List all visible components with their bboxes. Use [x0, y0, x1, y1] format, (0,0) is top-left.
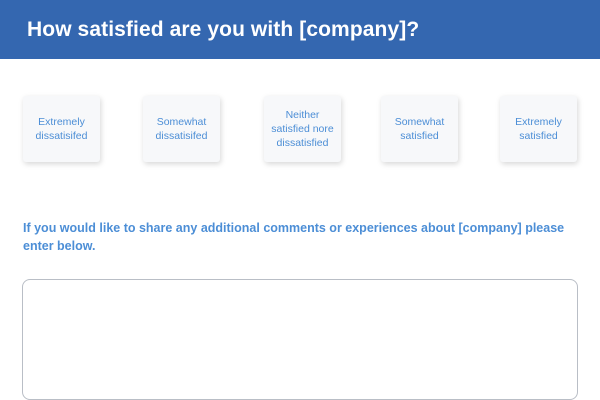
option-extremely-satisfied[interactable]: Extremely satisfied: [500, 96, 577, 162]
comment-textarea[interactable]: [22, 279, 578, 400]
comment-prompt: If you would like to share any additiona…: [23, 221, 565, 253]
option-label: Extremely dissatisifed: [35, 116, 88, 142]
option-extremely-dissatisfied[interactable]: Extremely dissatisifed: [23, 96, 100, 162]
option-somewhat-satisfied[interactable]: Somewhat satisfied: [381, 96, 458, 162]
option-neither[interactable]: Neither satisfied nore dissatisfied: [264, 96, 341, 162]
satisfaction-options: Extremely dissatisifed Somewhat dissatis…: [0, 96, 600, 162]
survey-header: How satisfied are you with [company]?: [0, 0, 600, 59]
option-label: Somewhat dissatisifed: [155, 116, 208, 142]
page-title: How satisfied are you with [company]?: [27, 17, 420, 41]
option-label: Extremely satisfied: [515, 116, 562, 142]
option-label: Somewhat satisfied: [394, 116, 445, 142]
option-label: Neither satisfied nore dissatisfied: [271, 109, 334, 149]
option-somewhat-dissatisfied[interactable]: Somewhat dissatisifed: [143, 96, 220, 162]
